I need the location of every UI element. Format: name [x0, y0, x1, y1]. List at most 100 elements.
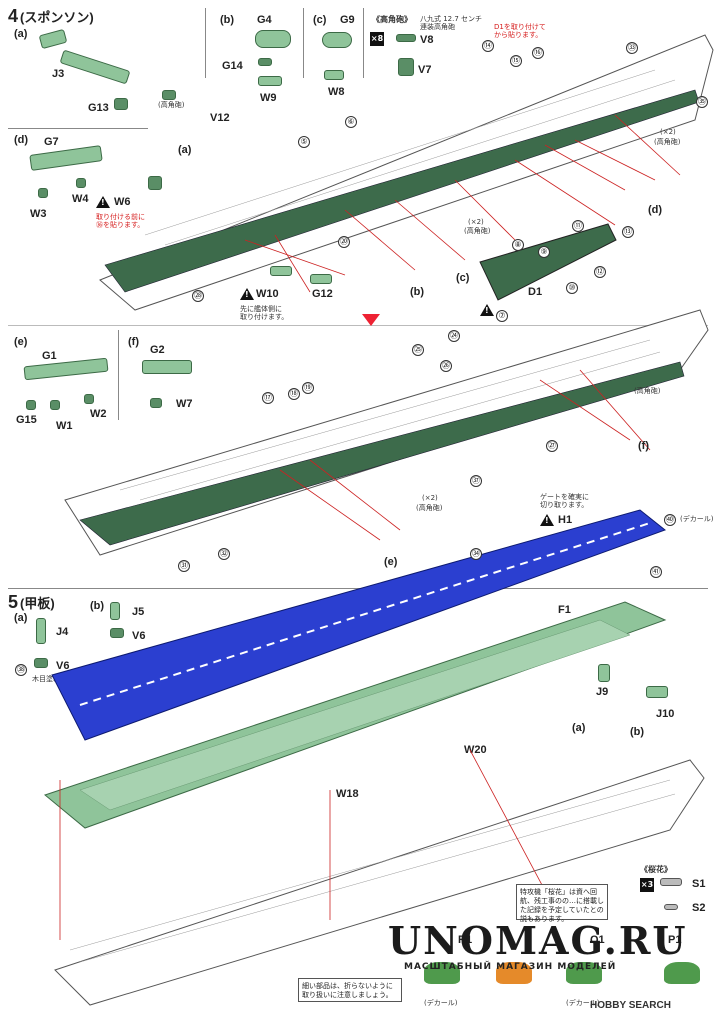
- callout-number: ㉞: [470, 548, 482, 560]
- koukakuho-label: (高角砲): [634, 387, 661, 395]
- warning-icon: [96, 196, 110, 208]
- warning-icon: [540, 514, 554, 526]
- sub-label-d-arrow: (d): [648, 204, 663, 216]
- part-label-w20: W20: [464, 744, 487, 756]
- part-label-s1: S1: [692, 878, 706, 890]
- callout-number: ⑬: [622, 226, 634, 238]
- part-label-g1: G1: [42, 350, 57, 362]
- part-g4: [255, 30, 291, 48]
- part-label-w4: W4: [72, 193, 89, 205]
- sub-label-b-arrow: (b): [410, 286, 425, 298]
- part-w10: [270, 266, 292, 276]
- part-label-g4: G4: [257, 14, 272, 26]
- hangar-deck-green: [43, 601, 667, 829]
- aircraft-p1-icon: [664, 962, 700, 984]
- part-label-w2: W2: [90, 408, 107, 420]
- callout-number: ⑪: [572, 220, 584, 232]
- divider: [303, 8, 304, 78]
- carrier-hull-drawing-1: [99, 34, 714, 311]
- callout-number: ㊶: [650, 566, 662, 578]
- sub-label-e: (e): [14, 336, 28, 348]
- callout-number: ㉟: [696, 96, 708, 108]
- watermark-unomag: UNOMAG.RU: [388, 918, 688, 963]
- step-5-title: 5(甲板): [8, 592, 55, 612]
- part-label-h1: H1: [558, 514, 573, 526]
- part-label-w10: W10: [256, 288, 279, 300]
- part-s2: [664, 904, 678, 910]
- multiplier-badge: ×8: [370, 32, 384, 46]
- callout-number: ⑲: [302, 382, 314, 394]
- note-gate: 切り取ります。: [540, 501, 589, 509]
- part-label-g14: G14: [222, 60, 243, 72]
- down-arrow-icon: [362, 314, 380, 326]
- divider: [8, 128, 148, 129]
- koukakuho-label: (高角砲): [654, 138, 681, 146]
- callout-number: ⑯: [532, 47, 544, 59]
- callout-number: ⑧: [512, 239, 524, 251]
- part-label-w7: W7: [176, 398, 193, 410]
- multiplier-note: (×2): [422, 494, 438, 502]
- part-label-j4: J4: [56, 626, 69, 638]
- warning-icon: [240, 288, 254, 300]
- note-gate: ゲートを確実に: [540, 493, 589, 501]
- callout-number: ⑦: [496, 310, 508, 322]
- haikakuho-note: 八九式 12.7 センチ: [420, 15, 483, 23]
- sub-label-d: (d): [14, 134, 29, 146]
- step-4-title: 4(スポンソン): [8, 6, 94, 26]
- part-g14: [258, 58, 272, 66]
- part-label-d1: D1: [528, 286, 543, 298]
- callout-number: ㊳: [15, 664, 27, 676]
- callout-number: ㉛: [178, 560, 190, 572]
- callout-number: ㉗: [546, 440, 558, 452]
- part-j5: [110, 602, 120, 620]
- divider: [8, 588, 708, 589]
- sub-label-c-arrow: (c): [456, 272, 470, 284]
- part-w2: [84, 394, 94, 404]
- sub-label-b-arrow: (b): [630, 726, 645, 738]
- part-label-g15: G15: [16, 414, 37, 426]
- part-label-j10: J10: [656, 708, 675, 720]
- aircraft-orange-icon: [496, 962, 532, 984]
- part-label-v8: V8: [420, 34, 434, 46]
- callout-number: ⑤: [298, 136, 310, 148]
- callout-number: ㉕: [412, 344, 424, 356]
- callout-number: ㊵: [664, 514, 676, 526]
- callout-number: ⑨: [538, 246, 550, 258]
- part-label-g12: G12: [312, 288, 333, 300]
- callout-number: ㊲: [470, 475, 482, 487]
- note-w10: 取り付けます。: [240, 313, 289, 321]
- callout-number: ⑳: [338, 236, 350, 248]
- note-tokko: 特攻機「桜花」は資へ回航、残工事のの…に搭載した記録を予定していたとの説もありま…: [516, 884, 608, 923]
- part-label-g9: G9: [340, 14, 355, 26]
- part-w7: [150, 398, 162, 408]
- part-j3-piece: [38, 28, 68, 50]
- decal-label: (デカール): [424, 999, 458, 1007]
- part-w4: [76, 178, 86, 188]
- callout-number: ㉖: [440, 360, 452, 372]
- aircraft-r1-icon: [424, 962, 460, 984]
- decal-label: (デカール): [566, 999, 600, 1007]
- sub-label-a-arrow: (a): [178, 144, 192, 156]
- part-g9: [322, 32, 352, 48]
- sub-label-a: (a): [14, 28, 28, 40]
- part-v6: [34, 658, 48, 668]
- part-label-f1: F1: [558, 604, 571, 616]
- part-v8: [396, 34, 416, 42]
- part-label-g7: G7: [44, 136, 59, 148]
- part-g13: [114, 98, 128, 110]
- sub-label-f-arrow: (f): [638, 440, 649, 452]
- part-label-j5: J5: [132, 606, 145, 618]
- note-caution: 細い部品は、折らないように取り扱いに注意しましょう。: [298, 978, 402, 1002]
- part-label-v6: V6: [132, 630, 146, 642]
- aircraft-q1-icon: [566, 962, 602, 984]
- divider: [205, 8, 206, 78]
- callout-number: ⑰: [262, 392, 274, 404]
- watermark-subtitle: МАСШТАБНЫЙ МАГАЗИН МОДЕЛЕЙ: [404, 962, 617, 972]
- decal-label: (デカール): [680, 515, 714, 523]
- part-g15: [26, 400, 36, 410]
- note-w10: 先に艦体側に: [240, 305, 282, 313]
- callout-number: ⑱: [288, 388, 300, 400]
- part-label-r1: R1: [458, 934, 473, 946]
- callout-number: ⑮: [510, 55, 522, 67]
- divider: [8, 325, 708, 326]
